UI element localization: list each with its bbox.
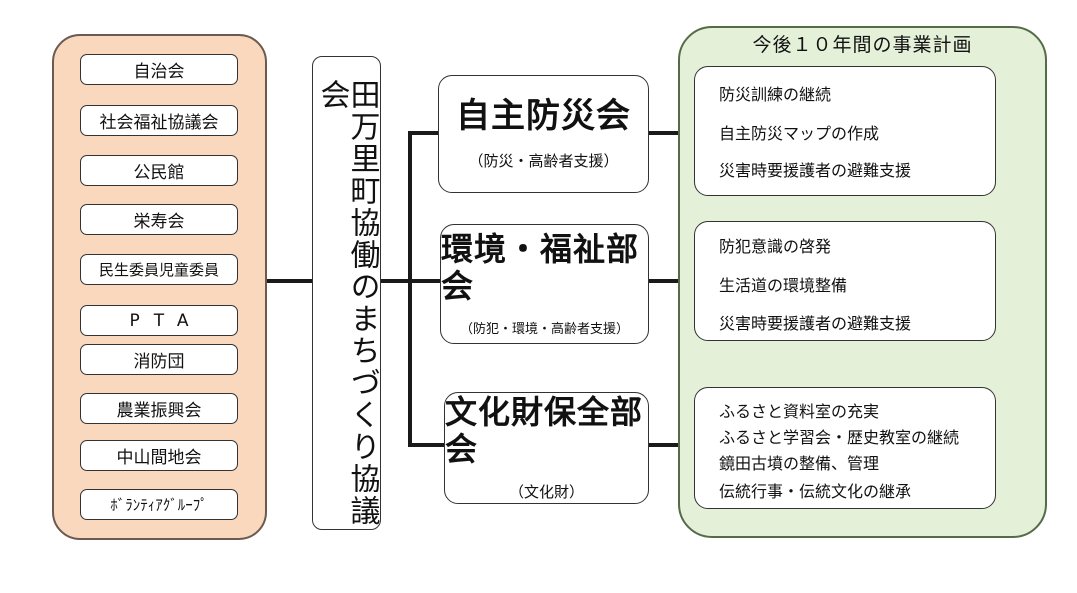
connector-line [408, 131, 412, 447]
plan-item: 生活道の環境整備 [719, 276, 848, 295]
plan-box: ふるさと資料室の充実 ふるさと学習会・歴史教室の継続 鏡田古墳の整備、管理 伝統… [694, 387, 996, 509]
org-item: 自治会 [80, 54, 238, 85]
connector-line [649, 279, 694, 283]
council-label: 田万里町協働のまちづくり協議会 [314, 79, 380, 527]
connector-line [649, 131, 694, 135]
plan-item: ふるさと資料室の充実 [719, 402, 880, 421]
org-item: 民生委員児童委員 [80, 254, 238, 285]
connector-line [381, 279, 411, 283]
committee-subtitle: （文化財） [508, 483, 584, 502]
connector-line [408, 279, 440, 283]
plan-item: 伝統行事・伝統文化の継承 [719, 482, 912, 501]
org-item: ﾎﾞﾗﾝﾃｨｱｸﾞﾙｰﾌﾟ [80, 489, 238, 520]
connector-line [408, 443, 444, 447]
plan-title: 今後１０年間の事業計画 [752, 34, 973, 56]
committee-subtitle: （防災・高齢者支援） [468, 152, 619, 171]
committee-box: 自主防災会 （防災・高齢者支援） [438, 75, 649, 193]
org-item: 中山間地会 [80, 440, 238, 471]
connector-line [408, 131, 440, 135]
plan-box: 防犯意識の啓発 生活道の環境整備 災害時要援護者の避難支援 [694, 221, 996, 341]
connector-line [649, 443, 694, 447]
org-item: 消防団 [80, 344, 238, 375]
committee-title: 文化財保全部会 [445, 392, 644, 468]
committee-box: 文化財保全部会 （文化財） [444, 392, 649, 504]
org-item: PTA [80, 305, 238, 336]
plan-item: 自主防災マップの作成 [719, 124, 880, 143]
committee-box: 環境・福祉部会 （防犯・環境・高齢者支援） [440, 224, 649, 344]
committee-title: 自主防災会 [456, 95, 631, 136]
org-item: 栄寿会 [80, 204, 238, 235]
plan-item: 災害時要援護者の避難支援 [719, 161, 912, 180]
council-box: 田万里町協働のまちづくり協議会 [312, 56, 381, 530]
plan-item: ふるさと学習会・歴史教室の継続 [719, 428, 960, 447]
plan-item: 災害時要援護者の避難支援 [719, 314, 912, 333]
connector-line [267, 279, 312, 283]
plan-item: 防災訓練の継続 [719, 85, 832, 104]
plan-box: 防災訓練の継続 自主防災マップの作成 災害時要援護者の避難支援 [694, 66, 996, 196]
committee-title: 環境・福祉部会 [441, 229, 640, 305]
plan-item: 鏡田古墳の整備、管理 [719, 454, 880, 473]
org-item: 社会福祉協議会 [80, 105, 238, 136]
committee-subtitle: （防犯・環境・高齢者支援） [459, 322, 629, 338]
plan-item: 防犯意識の啓発 [719, 237, 832, 256]
org-item: 農業振興会 [80, 393, 238, 424]
org-item: 公民館 [80, 155, 238, 186]
